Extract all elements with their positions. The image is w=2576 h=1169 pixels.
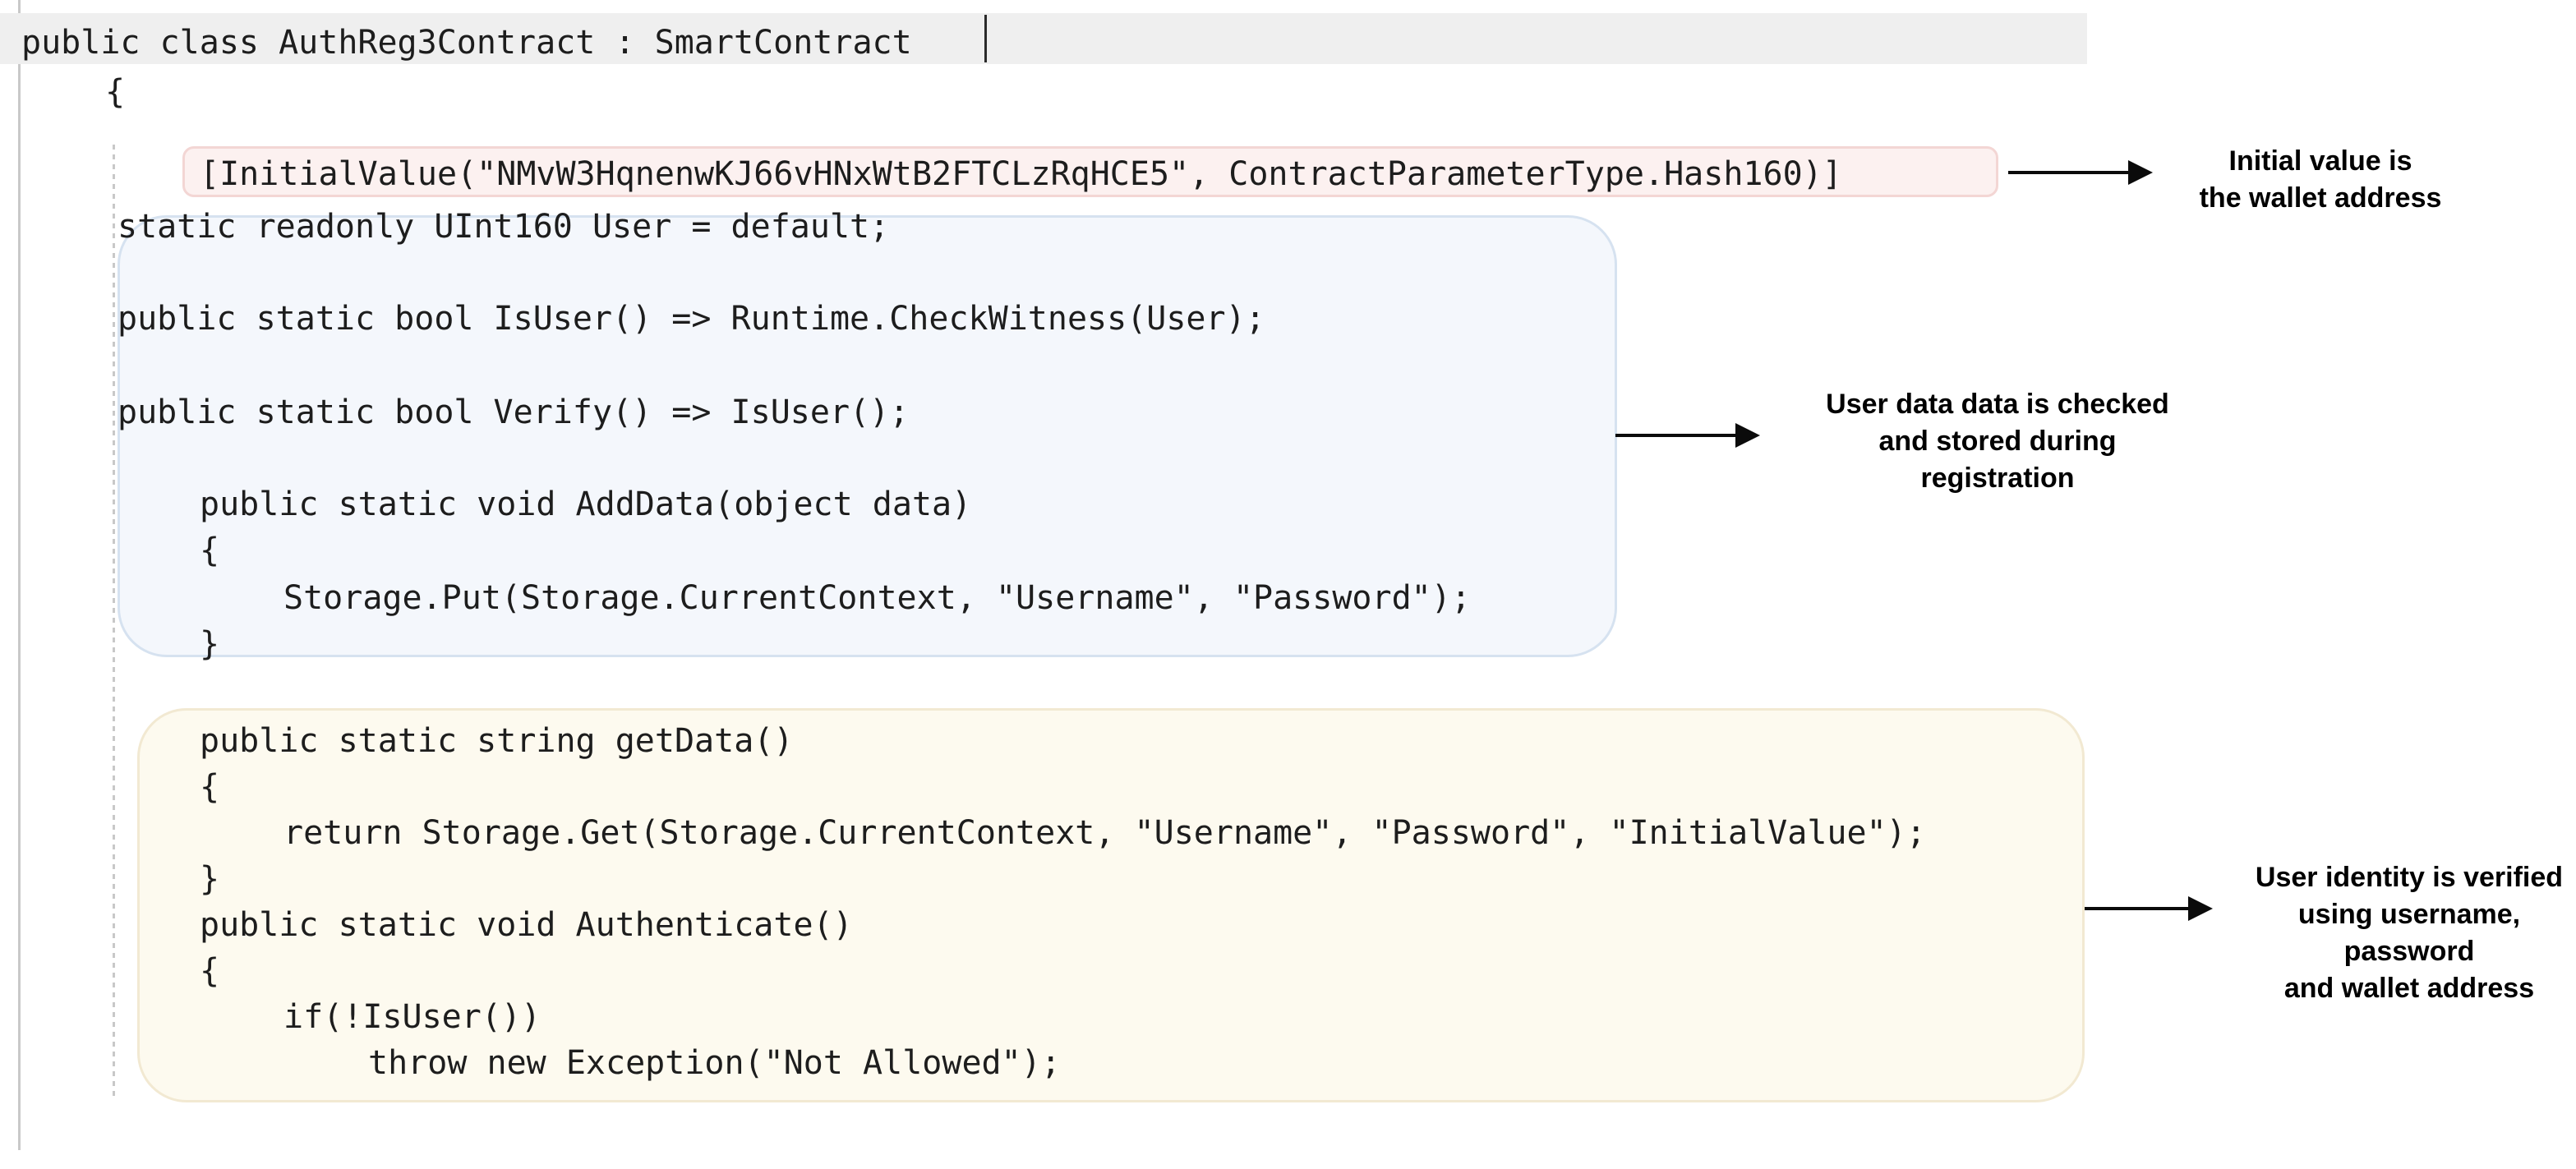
code-line-verify[interactable]: public static bool Verify() => IsUser();	[118, 394, 910, 431]
annotation-arrow-icon	[2008, 160, 2153, 185]
code-line-if-isuser[interactable]: if(!IsUser())	[283, 998, 541, 1036]
code-line-user-field[interactable]: static readonly UInt160 User = default;	[118, 208, 890, 246]
code-line-open-brace[interactable]: {	[105, 73, 126, 111]
code-line-adddata-open-brace[interactable]: {	[200, 532, 220, 569]
code-line-initial-value-attribute[interactable]: [InitialValue("NMvW3HqnenwKJ66vHNxWtB2FT…	[200, 155, 1842, 193]
code-line-throw-exception[interactable]: throw new Exception("Not Allowed");	[368, 1044, 1061, 1082]
callout-box-authentication	[137, 708, 2085, 1102]
callout-box-registration	[118, 215, 1617, 657]
text-caret	[984, 15, 987, 62]
code-line-class-declaration[interactable]: public class AuthReg3Contract : SmartCon…	[21, 24, 912, 62]
annotation-initial-value-text: Initial value is the wallet address	[2199, 145, 2442, 214]
code-line-storage-get[interactable]: return Storage.Get(Storage.CurrentContex…	[283, 814, 1926, 852]
annotation-user-data-text: User data data is checked and stored dur…	[1826, 389, 2169, 494]
annotation-arrow-icon	[1615, 423, 1760, 448]
annotation-user-identity-text: User identity is verified using username…	[2255, 862, 2564, 1004]
code-line-adddata-signature[interactable]: public static void AddData(object data)	[200, 486, 972, 523]
editor-margin-rule	[18, 0, 21, 1150]
indent-guide-level-1	[113, 145, 115, 1098]
code-line-adddata-close-brace[interactable]: }	[200, 625, 220, 663]
callout-box-initial-value	[182, 146, 1998, 197]
code-line-getdata-close-brace[interactable]: }	[200, 860, 220, 898]
selected-line-highlight	[0, 13, 2087, 64]
code-line-getdata-open-brace[interactable]: {	[200, 768, 220, 806]
code-line-storage-put[interactable]: Storage.Put(Storage.CurrentContext, "Use…	[283, 579, 1471, 617]
code-line-isuser[interactable]: public static bool IsUser() => Runtime.C…	[118, 300, 1265, 338]
code-line-authenticate-open-brace[interactable]: {	[200, 952, 220, 990]
code-line-authenticate-signature[interactable]: public static void Authenticate()	[200, 906, 853, 944]
code-line-getdata-signature[interactable]: public static string getData()	[200, 722, 794, 760]
annotation-arrow-icon	[2085, 896, 2213, 921]
